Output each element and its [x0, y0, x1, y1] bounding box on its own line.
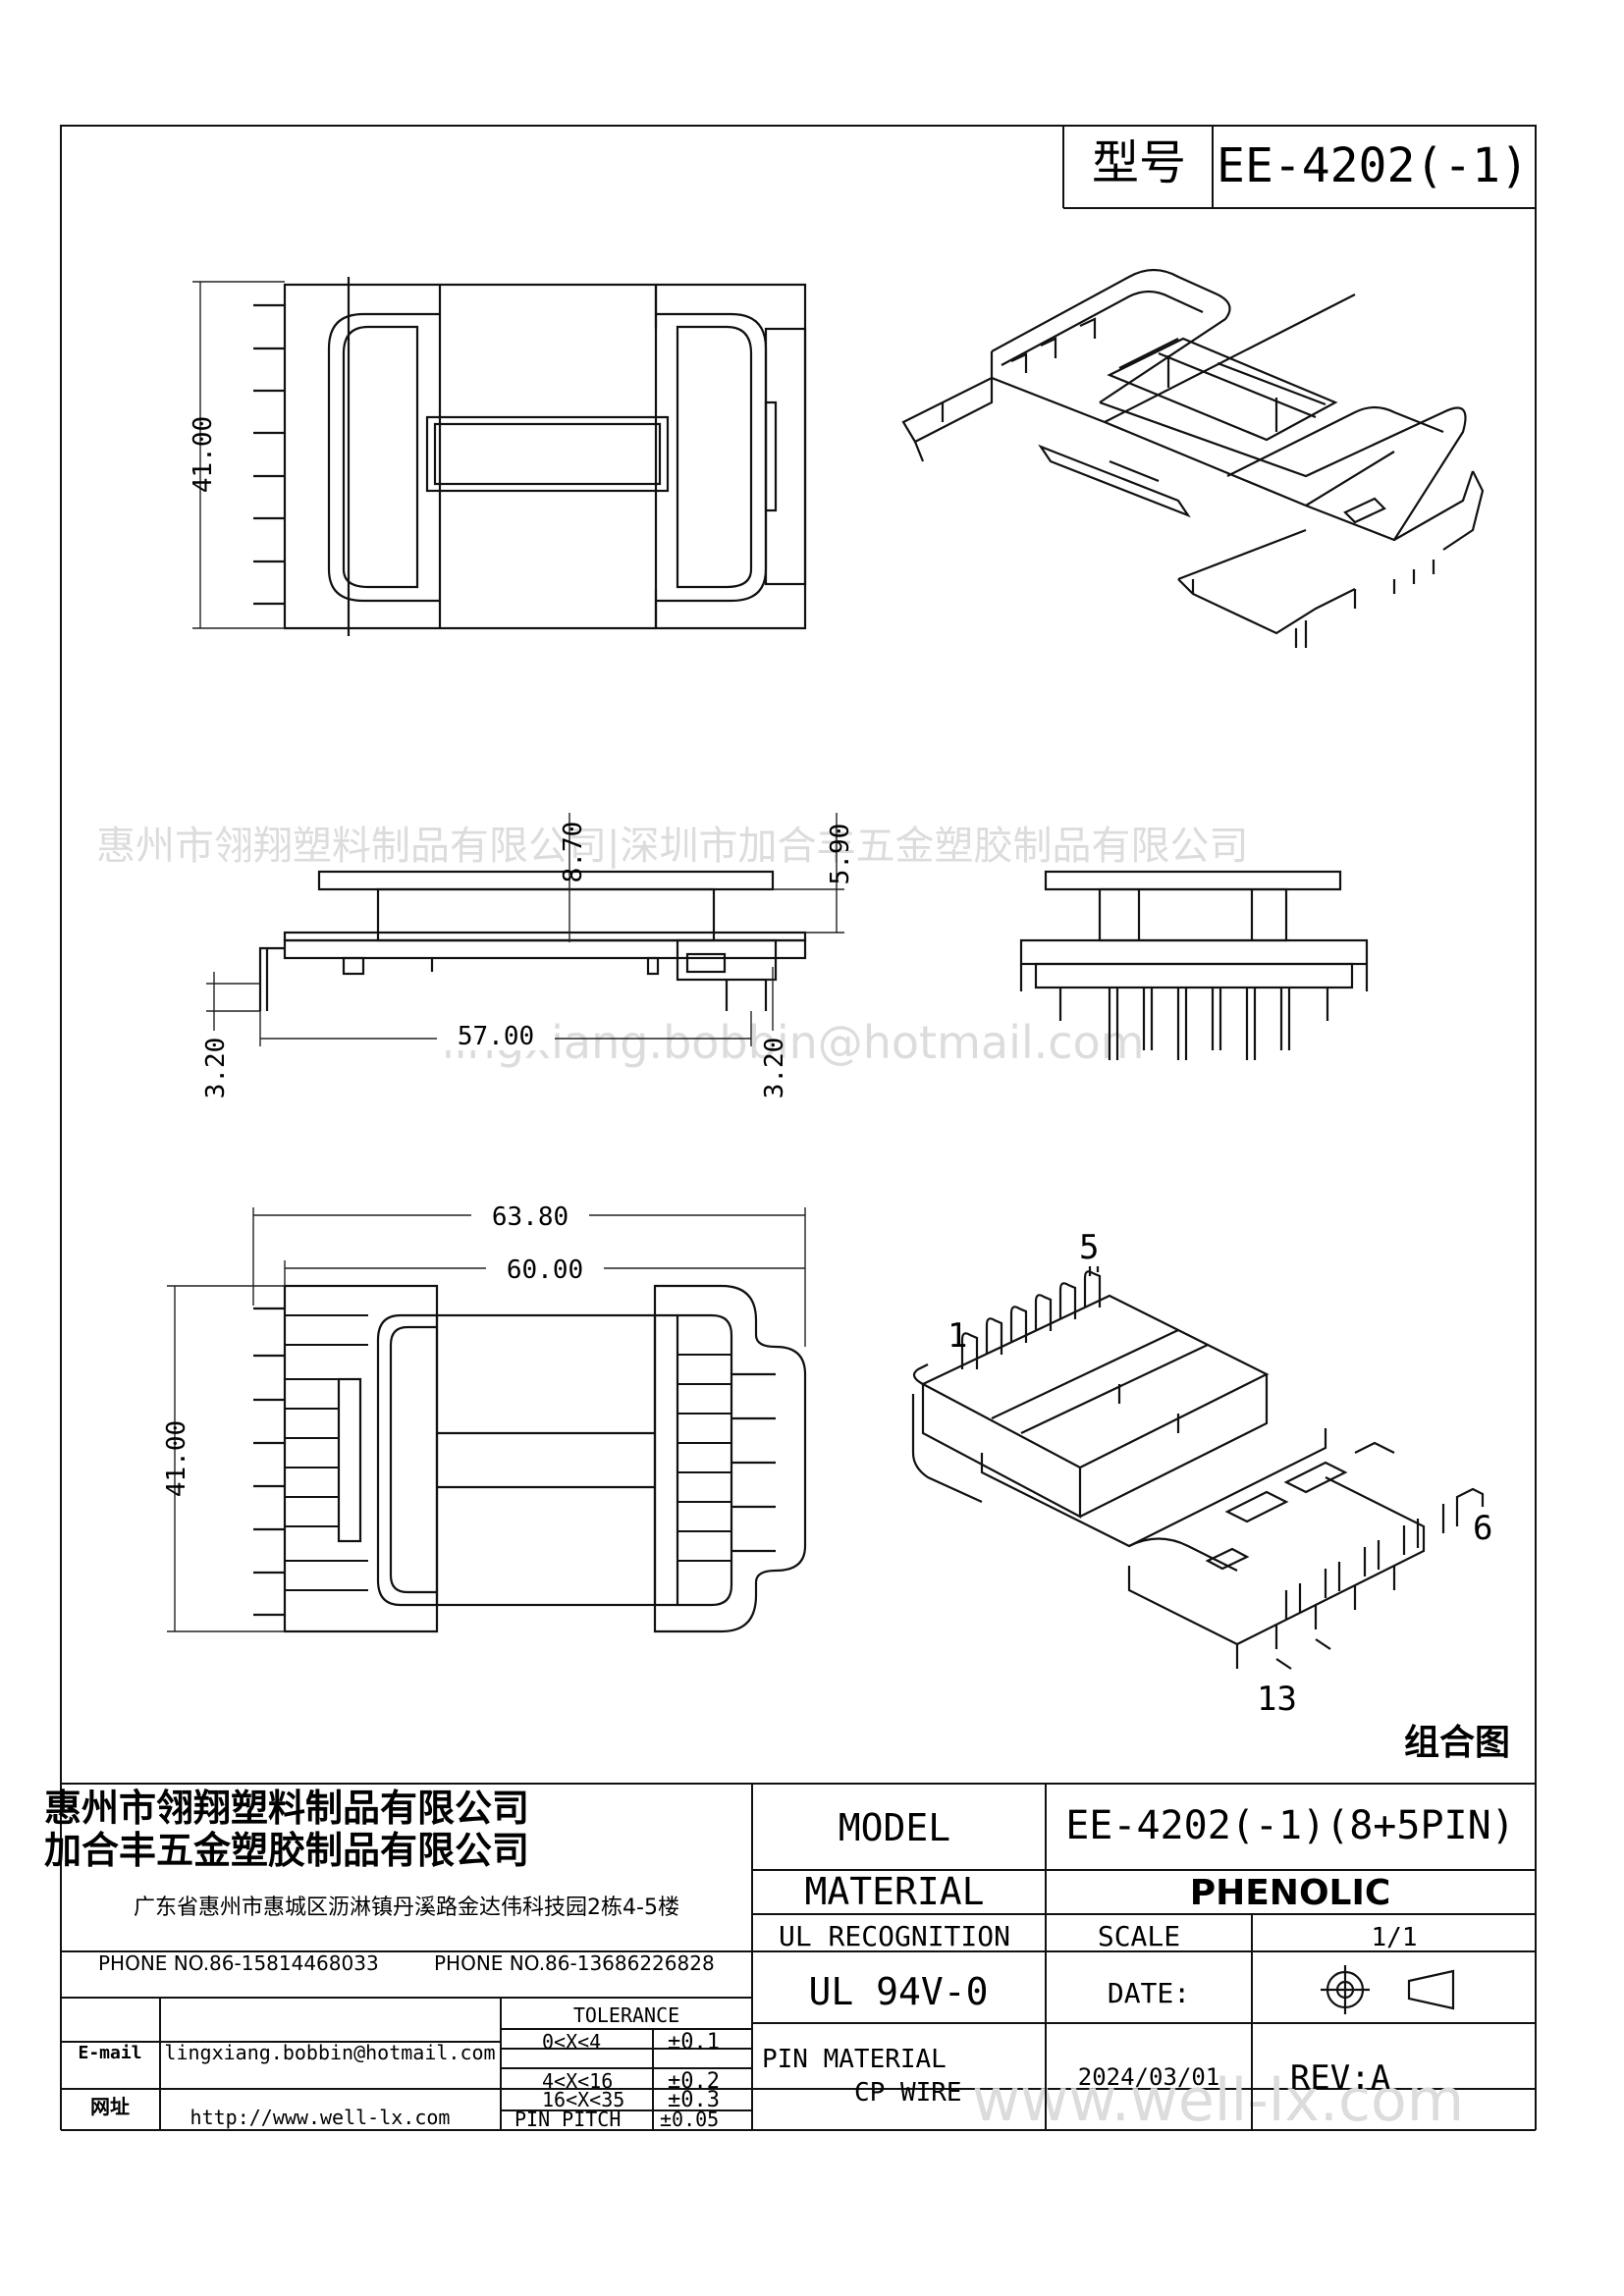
dim-5-90-label: 5.90	[826, 824, 855, 885]
company-line2: 加合丰五金塑胶制品有限公司	[44, 1829, 529, 1872]
dim-63-80: 63.80	[252, 1200, 806, 1347]
dim-41-bottom: 41.00	[162, 1285, 285, 1632]
dim-57-00-label: 57.00	[458, 1022, 534, 1051]
email-value: lingxiang.bobbin@hotmail.com	[164, 2041, 495, 2064]
dim-60-00-label: 60.00	[507, 1255, 583, 1285]
dim-41-bottom-label: 41.00	[162, 1420, 191, 1497]
date-value: 2024/03/01	[1078, 2063, 1220, 2091]
company-line1: 惠州市翎翔塑料制品有限公司	[44, 1787, 529, 1830]
tolerance-value-0: ±0.1	[668, 2030, 720, 2055]
front-view	[258, 870, 807, 1011]
dim-8-70: 8.70	[559, 813, 588, 942]
pin-label-1: 1	[947, 1316, 967, 1356]
scale-label: SCALE	[1098, 1920, 1180, 1952]
dim-41-top: 41.00	[189, 281, 285, 629]
dim-60-00: 60.00	[284, 1253, 805, 1286]
ul-value: UL 94V-0	[808, 1970, 988, 2013]
dim-3-20-left: 3.20	[201, 972, 260, 1098]
ul-label: UL RECOGNITION	[779, 1920, 1010, 1952]
side-view	[1019, 870, 1369, 991]
revision: REV:A	[1290, 2058, 1390, 2098]
dim-63-80-label: 63.80	[492, 1202, 568, 1232]
assembly-label: 组合图	[1404, 1723, 1510, 1763]
bottom-view-fins	[285, 1314, 731, 1591]
iso-view-top	[901, 268, 1485, 648]
phone-1: PHONE NO.86-15814468033	[98, 1951, 379, 1975]
phone-2: PHONE NO.86-13686226828	[434, 1951, 715, 1975]
header-model-label: 型号	[1092, 135, 1186, 190]
watermark-email: lingxiang.bobbin@hotmail.com	[442, 1016, 1145, 1069]
web-value: http://www.well-lx.com	[190, 2106, 451, 2129]
material-label: MATERIAL	[804, 1870, 984, 1913]
top-view	[283, 277, 807, 636]
bottom-view-pins	[253, 1307, 776, 1617]
dim-5-90: 5.90	[773, 813, 855, 934]
pin-material-value: CP WIRE	[854, 2078, 962, 2108]
top-view-pins	[253, 303, 285, 606]
watermark-site: www.well-lx.com	[972, 2066, 1464, 2135]
dim-3-20-left-label: 3.20	[201, 1038, 231, 1099]
tolerance-header: TOLERANCE	[573, 2003, 679, 2027]
pin-label-5: 5	[1079, 1228, 1099, 1267]
title-block	[61, 1783, 1536, 2089]
tolerance-range-0: 0<X<4	[542, 2030, 601, 2054]
pin-label-6: 6	[1473, 1509, 1492, 1548]
iso-assembly-pins	[960, 1266, 1485, 1670]
date-label: DATE:	[1108, 1977, 1190, 2009]
header-model-value: EE-4202(-1)	[1217, 138, 1529, 193]
header-model-box: 型号 EE-4202(-1)	[1062, 126, 1536, 209]
pin-label-13: 13	[1257, 1680, 1297, 1719]
web-label: 网址	[90, 2095, 130, 2118]
material-value: PHENOLIC	[1190, 1873, 1391, 1913]
side-view-pins	[1058, 988, 1329, 1060]
model-value: EE-4202(-1)(8+5PIN)	[1065, 1803, 1515, 1848]
iso-view-assembly	[911, 1294, 1426, 1669]
model-label: MODEL	[839, 1806, 950, 1849]
dim-3-20-right: 3.20	[760, 967, 789, 1098]
dim-3-20-right-label: 3.20	[760, 1038, 789, 1099]
dim-8-70-label: 8.70	[559, 822, 588, 883]
dim-41-top-label: 41.00	[189, 416, 218, 493]
dim-57-00: 57.00	[259, 1011, 752, 1051]
projection-symbol	[1321, 1965, 1455, 2014]
tolerance-value-1: ±0.2	[668, 2069, 720, 2094]
watermark-company: 惠州市翎翔塑料制品有限公司|深圳市加合丰五金塑胶制品有限公司	[96, 824, 1248, 869]
bottom-view	[283, 1284, 807, 1633]
pin-material-label: PIN MATERIAL	[762, 2045, 947, 2074]
email-label: E-mail	[78, 2043, 141, 2063]
scale-value: 1/1	[1372, 1923, 1418, 1952]
outer-border	[60, 125, 1537, 2090]
company-address: 广东省惠州市惠城区沥淋镇丹溪路金达伟科技园2栋4-5楼	[134, 1896, 679, 1920]
